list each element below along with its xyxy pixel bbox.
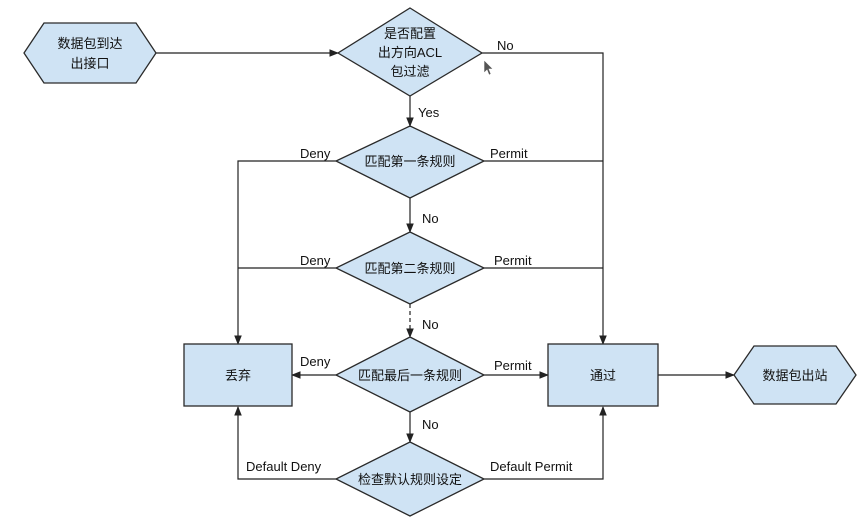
mouse-cursor-icon [483,59,494,76]
edge-label-rule2-permit: Permit [494,253,532,268]
node-match-rule1-label: 匹配第一条规则 [364,154,455,169]
edge-label-rule2-no: No [422,317,439,332]
node-check-default-label: 检查默认规则设定 [358,472,462,487]
node-packet-arrive-shape [23,22,157,84]
edge-rule1-deny [234,160,336,345]
edge-label-default-permit: Default Permit [490,459,573,474]
node-match-rule2-label: 匹配第二条规则 [364,261,455,276]
node-match-rule2-shape [334,231,486,305]
node-packet-out-shape [733,345,857,405]
node-discard-label: 丢弃 [225,368,251,383]
node-check-acl-label-1: 是否配置 [384,26,436,41]
node-pass-shape [547,343,659,407]
edge-default-deny [234,406,336,480]
edge-label-rule1-no: No [422,211,439,226]
node-pass-label: 通过 [590,368,616,383]
edge-label-default-deny: Default Deny [246,459,322,474]
node-match-last-label: 匹配最后一条规则 [358,368,462,383]
node-packet-arrive-label-2: 出接口 [70,56,109,71]
edge-label-acl-yes: Yes [418,105,440,120]
node-packet-arrive-label-1: 数据包到达 [57,36,122,51]
edge-label-last-permit: Permit [494,358,532,373]
edge-label-acl-no: No [497,38,514,53]
edge-acl-no [482,52,607,345]
node-check-acl-label-3: 包过滤 [390,64,429,79]
edge-default-permit [484,406,607,480]
node-match-last-shape [334,336,486,413]
node-check-default-shape [334,441,486,517]
edge-label-rule1-deny: Deny [300,146,331,161]
edge-label-rule1-permit: Permit [490,146,528,161]
edge-label-rule2-deny: Deny [300,253,331,268]
edge-label-last-no: No [422,417,439,432]
node-check-acl-shape [336,7,484,97]
edge-label-last-deny: Deny [300,354,331,369]
node-check-acl-label-2: 出方向ACL [378,45,442,60]
node-match-rule1-shape [334,125,486,199]
node-packet-out-label: 数据包出站 [762,368,827,383]
node-discard-shape [183,343,293,407]
